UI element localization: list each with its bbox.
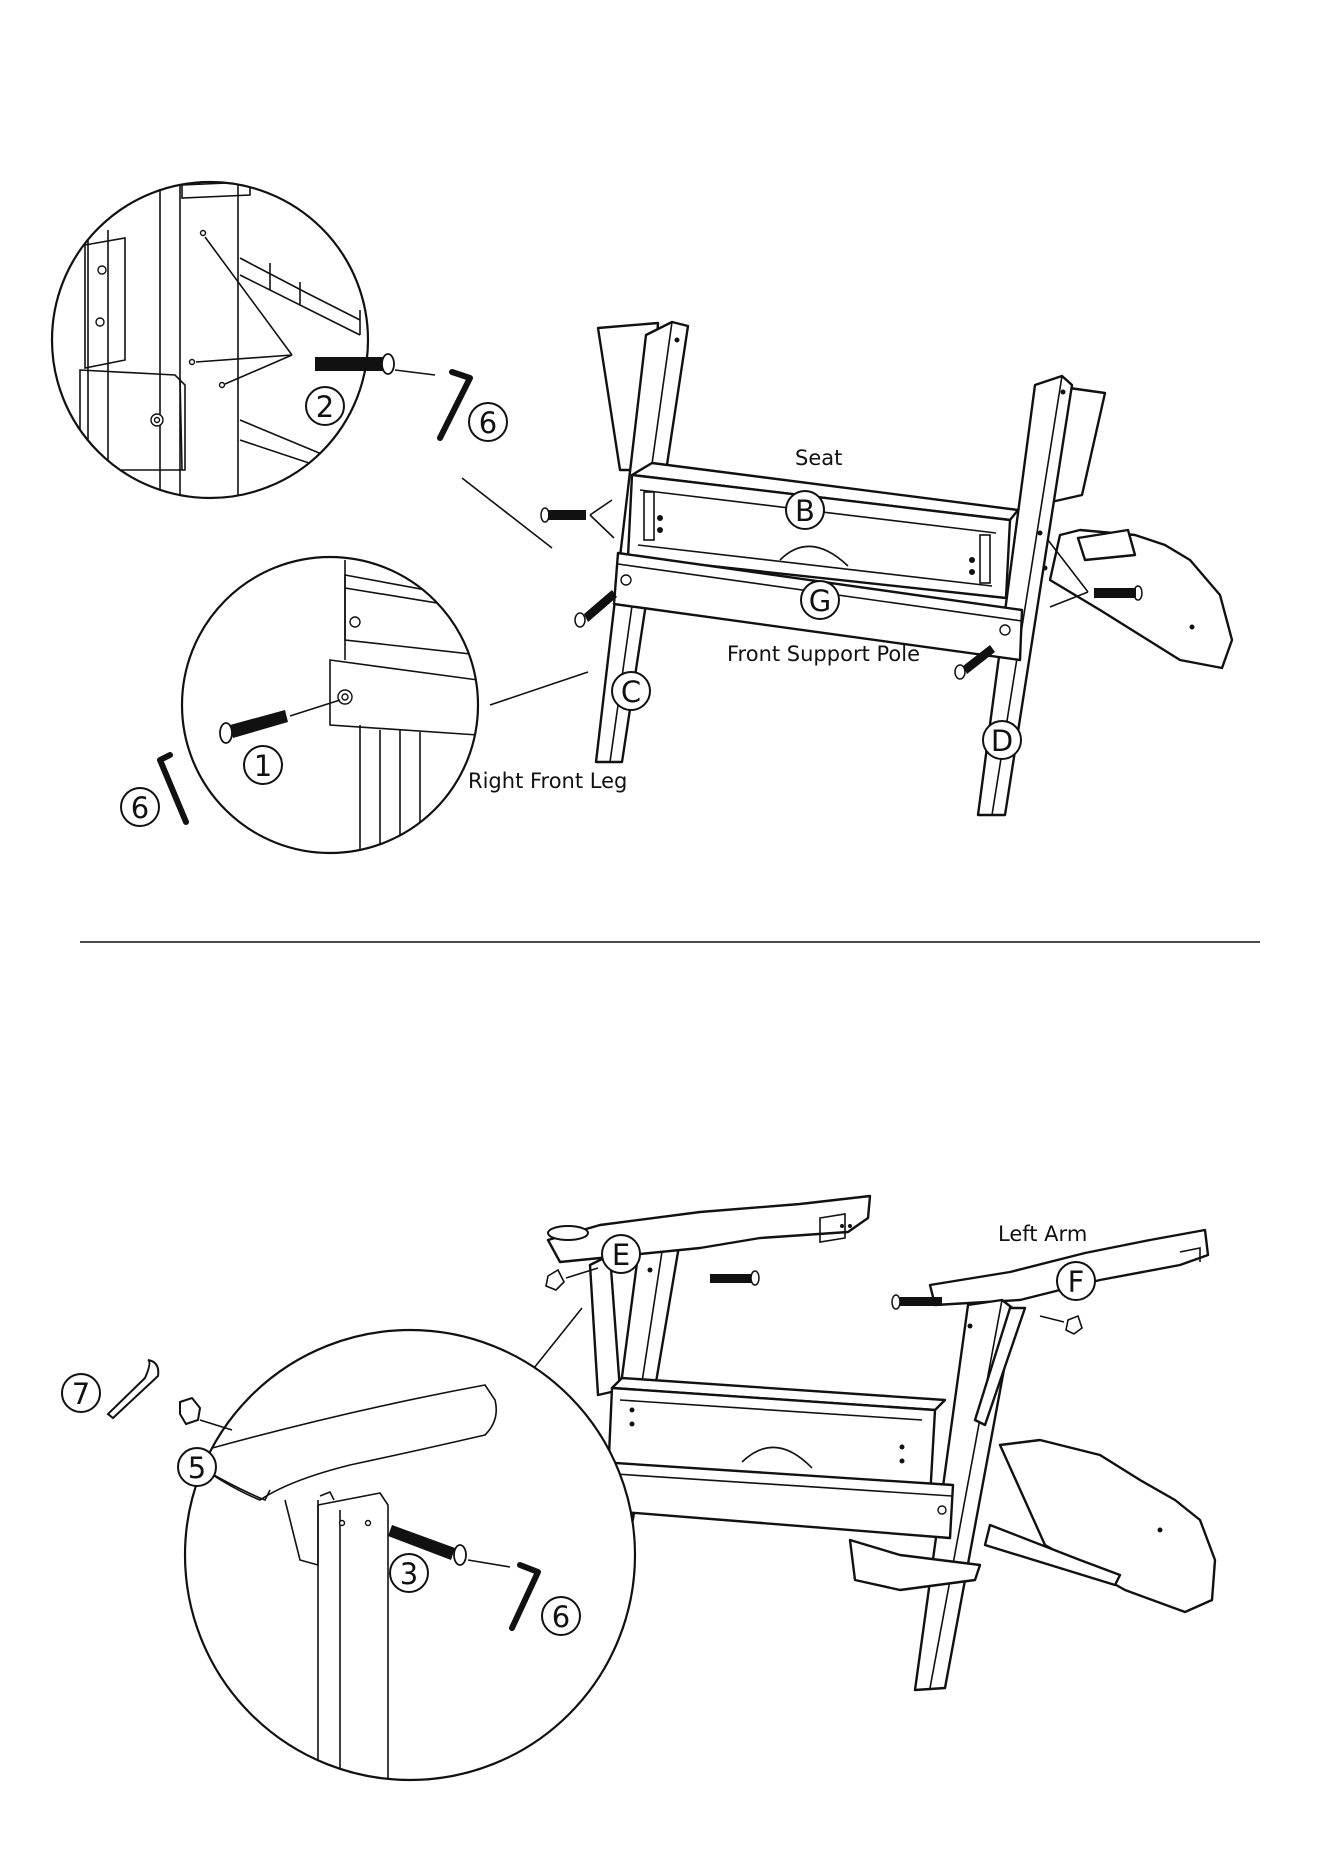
svg-text:G: G bbox=[809, 584, 831, 618]
callout-part-f: F bbox=[1057, 1262, 1095, 1300]
callout-hardware-3: 3 bbox=[390, 1554, 428, 1592]
step1-main-assembly bbox=[596, 322, 1232, 815]
svg-text:D: D bbox=[991, 724, 1013, 758]
detail-circle-top bbox=[52, 180, 368, 498]
callout-hardware-6: 6 bbox=[469, 403, 507, 441]
label-left-arm: Left Arm bbox=[998, 1222, 1087, 1246]
callout-hardware-7: 7 bbox=[62, 1374, 100, 1412]
callout-part-b: B bbox=[786, 491, 824, 529]
leader-mid bbox=[490, 672, 588, 705]
svg-text:2: 2 bbox=[316, 390, 334, 424]
callout-hardware-6b: 6 bbox=[121, 788, 159, 826]
label-front-support-pole: Front Support Pole bbox=[727, 642, 920, 666]
svg-text:6: 6 bbox=[552, 1600, 570, 1634]
callout-hardware-6c: 6 bbox=[542, 1597, 580, 1635]
detail-circle-middle bbox=[182, 557, 480, 860]
callout-part-d: D bbox=[983, 721, 1021, 759]
wrench-icon bbox=[108, 1360, 158, 1418]
callout-part-e: E bbox=[602, 1235, 640, 1273]
callout-hardware-1: 1 bbox=[244, 746, 282, 784]
label-seat: Seat bbox=[795, 446, 842, 470]
svg-text:B: B bbox=[795, 494, 815, 528]
callout-part-c: C bbox=[612, 672, 650, 710]
step2-main-assembly bbox=[548, 1196, 1215, 1690]
svg-text:1: 1 bbox=[254, 749, 272, 783]
callout-part-g: G bbox=[801, 581, 839, 619]
hex-key-icon bbox=[160, 755, 186, 822]
callout-hardware-2: 2 bbox=[306, 387, 344, 425]
hex-key-icon bbox=[440, 372, 470, 438]
svg-text:C: C bbox=[621, 675, 641, 709]
svg-text:3: 3 bbox=[400, 1557, 418, 1591]
svg-text:6: 6 bbox=[131, 791, 149, 825]
label-right-front-leg: Right Front Leg bbox=[468, 769, 627, 793]
svg-text:E: E bbox=[612, 1238, 630, 1272]
callout-hardware-5: 5 bbox=[178, 1448, 216, 1486]
leader-top bbox=[462, 478, 552, 548]
svg-text:7: 7 bbox=[72, 1377, 90, 1411]
nut-5-graphic bbox=[180, 1398, 232, 1430]
svg-text:6: 6 bbox=[479, 406, 497, 440]
svg-text:5: 5 bbox=[188, 1451, 206, 1485]
svg-text:F: F bbox=[1068, 1265, 1085, 1299]
